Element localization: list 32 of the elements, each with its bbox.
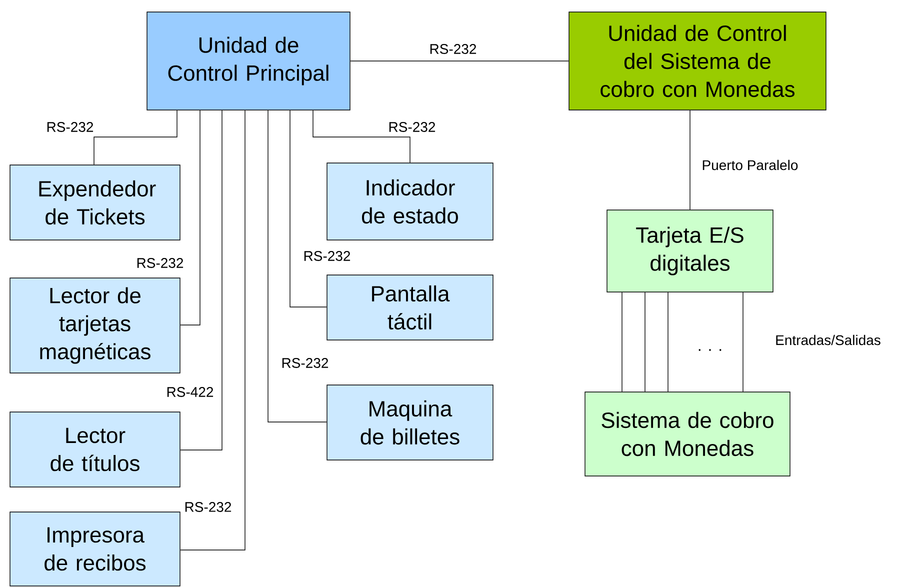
- connector-line: [180, 110, 222, 450]
- process-box: Maquina de billetes: [326, 384, 494, 460]
- process-box: Expendedor de Tickets: [10, 164, 180, 240]
- process-box: Indicador de estado: [326, 162, 494, 240]
- process-box: Pantalla táctil: [326, 274, 494, 340]
- connector-line: [290, 110, 327, 308]
- process-box: Sistema de cobro con Monedas: [584, 392, 790, 476]
- edge-label: RS-232: [428, 43, 478, 55]
- edge-label: RS-232: [45, 121, 95, 133]
- edge-label: Puerto Paralelo: [700, 158, 800, 172]
- edge-label: RS-232: [183, 501, 233, 513]
- edge-label: RS-232: [135, 257, 185, 269]
- connector-line: [180, 110, 246, 550]
- connector-line: [180, 110, 200, 326]
- connector-line: [742, 292, 744, 392]
- process-box: Lector de tarjetas magnéticas: [10, 278, 180, 374]
- edge-label: RS-422: [165, 386, 215, 398]
- connector-line: [94, 110, 178, 165]
- process-box: Unidad de Control Principal: [146, 12, 350, 110]
- edge-label: Entradas/Salidas: [774, 334, 882, 346]
- connector-line: [312, 110, 410, 163]
- process-box: Unidad de Control del Sistema de cobro con Monedas: [568, 12, 826, 110]
- edge-label: RS-232: [302, 250, 352, 262]
- process-box: Impresora de recibos: [10, 512, 180, 586]
- connector-line: [644, 292, 646, 392]
- edge-label: RS-232: [387, 121, 437, 133]
- connector-line: [350, 60, 569, 62]
- process-box: Tarjeta E/S digitales: [606, 210, 774, 292]
- connector-line: [268, 110, 327, 422]
- process-box: Lector de títulos: [10, 412, 180, 488]
- ellipsis-label: . . .: [698, 349, 722, 351]
- edge-label: RS-232: [280, 357, 330, 369]
